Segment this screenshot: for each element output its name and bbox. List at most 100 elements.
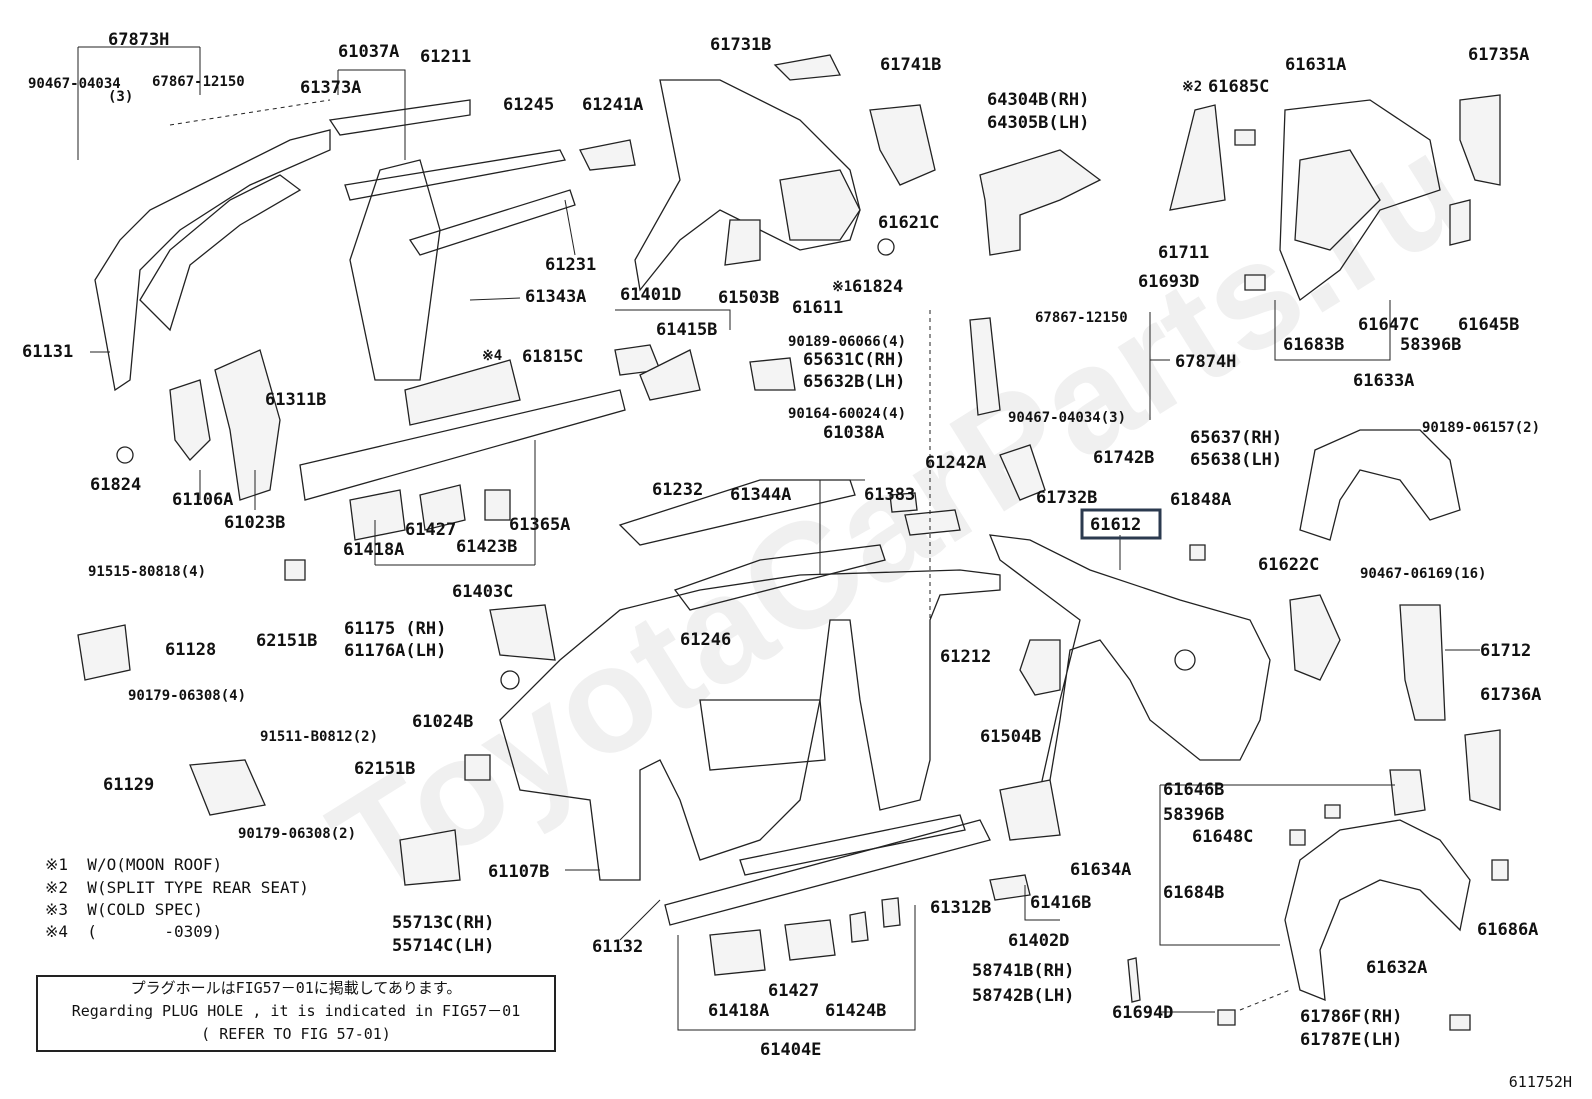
part-label: 61242A (925, 453, 986, 473)
part-label: 61423B (456, 537, 517, 557)
part-label: 61403C (452, 582, 513, 602)
part-label: 61402D (1008, 931, 1069, 951)
part-label: 90164-60024(4) (788, 406, 906, 422)
part-label: 90467-04034 (28, 76, 121, 92)
plug-hole-note: プラグホールはFIG57－01に掲載してあります。 Regarding PLUG… (36, 975, 556, 1052)
part-label: 61427 (768, 981, 819, 1001)
part-label: 90189-06157(2) (1422, 420, 1540, 436)
part-label: 61424B (825, 1001, 886, 1021)
part-label: 61683B (1283, 335, 1344, 355)
footnote: ※3 W(COLD SPEC) (45, 900, 203, 919)
part-label: 61383 (864, 485, 915, 505)
part-label: 61129 (103, 775, 154, 795)
footnote: ※2 W(SPLIT TYPE REAR SEAT) (45, 878, 309, 897)
part-label: 61038A (823, 423, 884, 443)
part-label: 61373A (300, 78, 361, 98)
part-label: 61023B (224, 513, 285, 533)
part-label: 91511-B0812(2) (260, 729, 378, 745)
part-label: 61648C (1192, 827, 1253, 847)
part-label: 58742B(LH) (972, 986, 1074, 1006)
part-label: 61742B (1093, 448, 1154, 468)
part-label: 55713C(RH) (392, 913, 494, 933)
figure-id: 611752H (1508, 1073, 1572, 1091)
part-label: 65631C(RH) (803, 350, 905, 370)
part-label: 61735A (1468, 45, 1529, 65)
part-label: 61646B (1163, 780, 1224, 800)
part-label: 61176A(LH) (344, 641, 446, 661)
part-label: 61686A (1477, 920, 1538, 940)
highlight-box (1080, 508, 1162, 540)
part-label: 61631A (1285, 55, 1346, 75)
part-label: 61132 (592, 937, 643, 957)
part-label: 61647C (1358, 315, 1419, 335)
part-label: 67867-12150 (152, 74, 245, 90)
part-outlines (77, 54, 1509, 1031)
part-label: 61241A (582, 95, 643, 115)
part-label: 61621C (878, 213, 939, 233)
part-label: 61622C (1258, 555, 1319, 575)
part-label: 61632A (1366, 958, 1427, 978)
part-label: 61106A (172, 490, 233, 510)
part-label: 61401D (620, 285, 681, 305)
part-label: 61343A (525, 287, 586, 307)
part-label: 61711 (1158, 243, 1209, 263)
part-label: 90179-06308(2) (238, 826, 356, 842)
part-label: 91515-80818(4) (88, 564, 206, 580)
part-label: 61128 (165, 640, 216, 660)
part-label: 62151B (256, 631, 317, 651)
part-label: 61211 (420, 47, 471, 67)
part-label: 61404E (760, 1040, 821, 1060)
part-label: 61246 (680, 630, 731, 650)
part-label: 90179-06308(4) (128, 688, 246, 704)
part-label: 61365A (509, 515, 570, 535)
part-label: 61107B (488, 862, 549, 882)
part-label: 61731B (710, 35, 771, 55)
part-label: 62151B (354, 759, 415, 779)
part-label: 61212 (940, 647, 991, 667)
part-label: 61633A (1353, 371, 1414, 391)
part-label: 61824 (852, 277, 903, 297)
part-label: 61418A (708, 1001, 769, 1021)
part-label: 61344A (730, 485, 791, 505)
part-label: 65638(LH) (1190, 450, 1282, 470)
part-label: 61815C (522, 347, 583, 367)
part-label: 61245 (503, 95, 554, 115)
footnote: ※1 W/O(MOON ROOF) (45, 855, 223, 874)
part-label: 61786F(RH) (1300, 1007, 1402, 1027)
part-label: 61232 (652, 480, 703, 500)
part-label: ※4 (482, 348, 502, 364)
part-label: 61416B (1030, 893, 1091, 913)
part-label: 61741B (880, 55, 941, 75)
part-label: ※2 (1182, 79, 1202, 95)
plug-hole-note-en: Regarding PLUG HOLE , it is indicated in… (71, 1002, 521, 1020)
part-label: 61418A (343, 540, 404, 560)
leader-lines (77, 46, 1480, 1031)
part-label: 67873H (108, 30, 169, 50)
part-label: 64305B(LH) (987, 113, 1089, 133)
part-label: 61736A (1480, 685, 1541, 705)
part-label: 61645B (1458, 315, 1519, 335)
part-label: 67867-12150 (1035, 310, 1128, 326)
part-label: 61634A (1070, 860, 1131, 880)
part-label: 61684B (1163, 883, 1224, 903)
part-label: 61712 (1480, 641, 1531, 661)
part-label: 65637(RH) (1190, 428, 1282, 448)
part-label: ※1 (832, 279, 852, 295)
part-label: 61848A (1170, 490, 1231, 510)
part-label: 58396B (1400, 335, 1461, 355)
part-label: 90189-06066(4) (788, 334, 906, 350)
part-label: 58741B(RH) (972, 961, 1074, 981)
part-label: 61732B (1036, 488, 1097, 508)
part-label: 67874H (1175, 352, 1236, 372)
part-label: 61503B (718, 288, 779, 308)
part-label: 61685C (1208, 77, 1269, 97)
part-label: 64304B(RH) (987, 90, 1089, 110)
part-label: 61312B (930, 898, 991, 918)
part-label-61612: 61612 (1090, 515, 1141, 535)
part-label: 58396B (1163, 805, 1224, 825)
part-label: 61427 (405, 520, 456, 540)
plug-hole-note-jp: プラグホールはFIG57－01に掲載してあります。 (130, 979, 462, 997)
part-label: 90467-06169(16) (1360, 566, 1486, 582)
part-label: 61694D (1112, 1003, 1173, 1023)
